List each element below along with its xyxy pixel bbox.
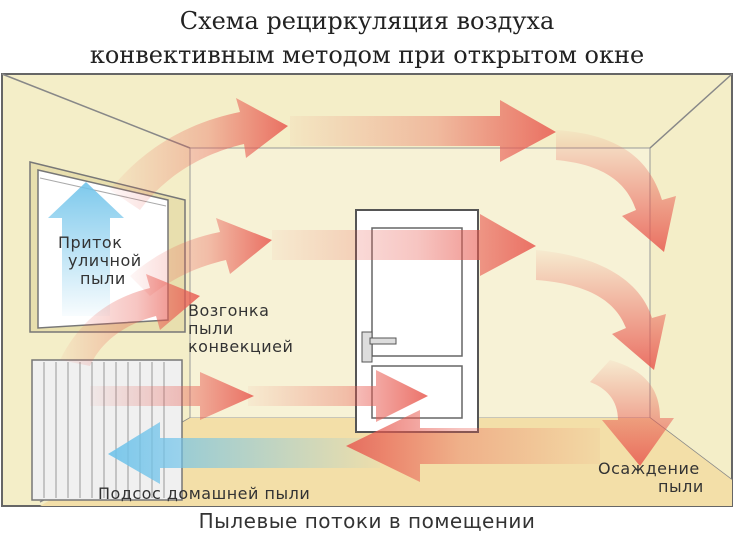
diagram-title-line-2: конвективным методом при открытом окне [89, 41, 645, 69]
arrow-top-left [110, 98, 288, 210]
suction-arrow [108, 422, 380, 484]
convection-arrows [60, 98, 676, 482]
arrow-radiator-out [90, 372, 254, 420]
ceiling-edge-left [1, 73, 191, 149]
inflow-label-line-3: пыли [80, 269, 126, 288]
diagram-title-line-1: Схема рециркуляция воздуха [179, 7, 555, 35]
arrow-low-right [590, 360, 674, 466]
room-illustration [1, 73, 733, 507]
arrow-mid-right [536, 250, 666, 370]
arrow-top-right [556, 130, 676, 252]
inflow-label-line-2: уличной [68, 251, 142, 270]
sublimation-label-line-1: Возгонка [188, 301, 270, 320]
diagram-caption: Пылевые потоки в помещении [198, 509, 536, 533]
sublimation-label-line-3: конвекцией [188, 337, 294, 356]
street-dust-inflow-arrow [48, 182, 124, 316]
arrow-mid-left-upper [130, 218, 272, 296]
settling-label-line-2: пыли [658, 477, 704, 496]
settling-label-line-1: Осаждение [598, 459, 700, 478]
inflow-label-line-1: Приток [58, 233, 123, 252]
arrow-top-middle [290, 100, 556, 162]
arrow-bottom-return [346, 410, 600, 482]
ceiling-edge-right [649, 73, 733, 149]
suction-label: Подсос домашней пыли [98, 484, 311, 503]
arrow-mid-center [272, 214, 536, 276]
sublimation-label-line-2: пыли [188, 319, 234, 338]
arrow-radiator-up [60, 274, 200, 366]
arrow-low-center [248, 370, 428, 422]
